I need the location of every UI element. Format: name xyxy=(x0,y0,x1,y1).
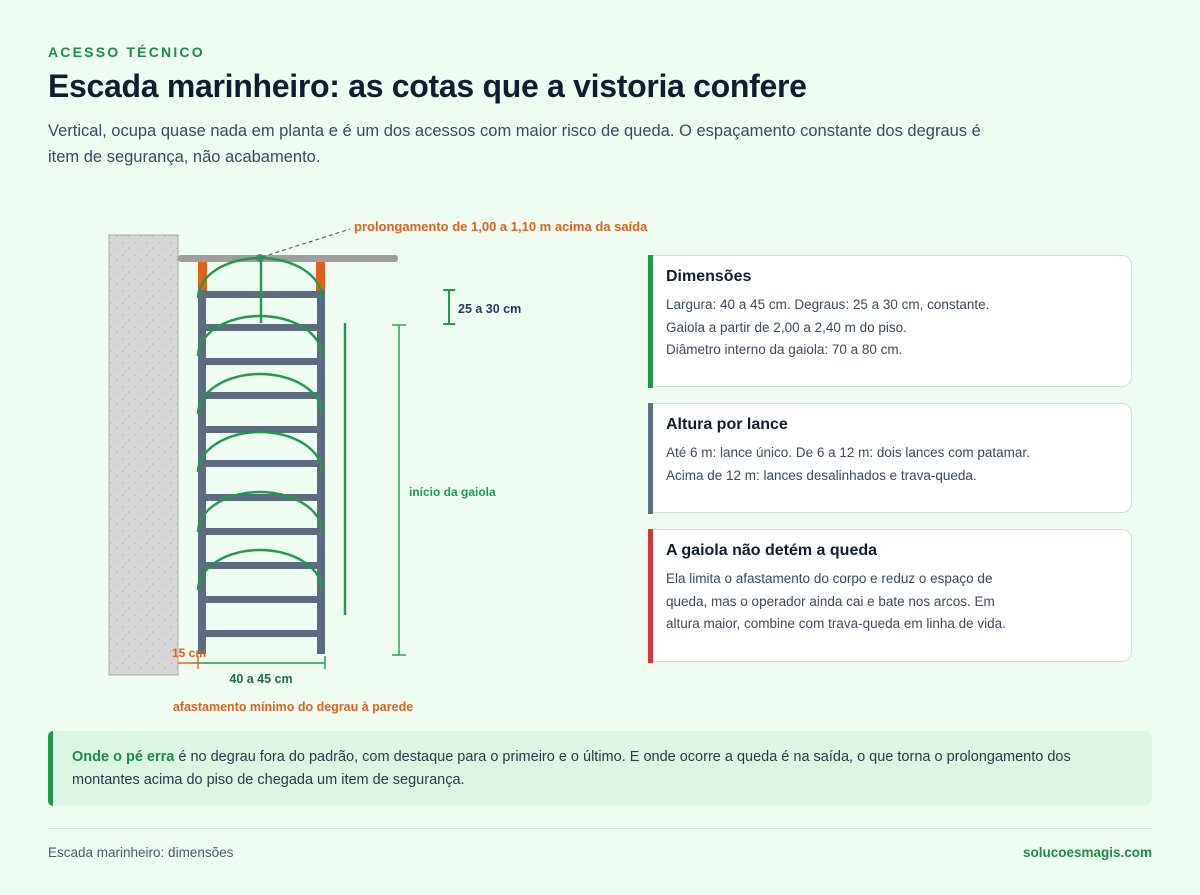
rung xyxy=(198,528,325,535)
cage-start-label: início da gaiola xyxy=(409,485,496,499)
rung xyxy=(198,426,325,433)
rung xyxy=(198,562,325,569)
card-dimensions: Dimensões Largura: 40 a 45 cm. Degraus: … xyxy=(648,254,1132,388)
card-line: Diâmetro interno da gaiola: 70 a 80 cm. xyxy=(666,342,903,357)
rung-spacing-label: 25 a 30 cm xyxy=(458,302,521,316)
extension-marker-right xyxy=(316,262,325,292)
rung xyxy=(198,358,325,365)
card-line: altura maior, combine com trava-queda em… xyxy=(666,616,1006,631)
ladder-rail-left xyxy=(198,290,206,654)
eyebrow: ACESSO TÉCNICO xyxy=(48,44,205,60)
width-dimension xyxy=(198,656,326,669)
card-line: queda, mas o operador ainda cai e bate n… xyxy=(666,593,995,609)
footer-caption: Escada marinheiro: dimensões xyxy=(48,845,234,860)
card-line: Gaiola a partir de 2,00 a 2,40 m do piso… xyxy=(666,319,907,335)
rung xyxy=(198,630,325,637)
card-line: Acima de 12 m: lances desalinhados e tra… xyxy=(666,467,977,483)
rung-spacing-dimension xyxy=(443,289,455,325)
extension-marker-left xyxy=(198,262,207,292)
cage-hoop xyxy=(196,372,324,415)
min-gap-label: afastamento mínimo do degrau à parede xyxy=(173,700,413,714)
callout-text: é no degrau fora do padrão, com destaque… xyxy=(72,749,1071,788)
rung xyxy=(198,460,325,467)
cage-hoop xyxy=(196,548,324,591)
cage-hoop xyxy=(196,490,324,533)
rung xyxy=(198,494,325,501)
cage-start-dimension xyxy=(392,324,406,656)
width-label: 40 a 45 cm xyxy=(229,672,292,686)
cage-hoops xyxy=(196,256,324,591)
rung xyxy=(198,596,325,603)
card-line: Largura: 40 a 45 cm. Degraus: 25 a 30 cm… xyxy=(666,297,990,312)
rung xyxy=(198,324,325,331)
card-height-per-flight: Altura por lance Até 6 m: lance único. D… xyxy=(648,402,1132,514)
card-cage-warning: A gaiola não detém a queda Ela limita o … xyxy=(648,528,1132,663)
extension-label: prolongamento de 1,00 a 1,10 m acima da … xyxy=(354,219,648,234)
page-subtitle: Vertical, ocupa quase nada em planta e é… xyxy=(48,122,981,166)
wall-gap-label: 15 cm xyxy=(172,646,206,660)
card-title: A gaiola não detém a queda xyxy=(666,542,878,559)
card-title: Altura por lance xyxy=(666,416,788,433)
card-line: Ela limita o afastamento do corpo e redu… xyxy=(666,571,993,586)
wall xyxy=(108,234,179,676)
cage-hoop xyxy=(196,430,324,473)
footer-divider xyxy=(48,828,1152,829)
extension-leader xyxy=(261,228,351,258)
ladder-rungs xyxy=(198,291,325,637)
page-title: Escada marinheiro: as cotas que a vistor… xyxy=(48,68,807,104)
callout-note: Onde o pé erra é no degrau fora do padrã… xyxy=(48,731,1152,806)
landing-slab xyxy=(178,255,398,262)
footer-site-link[interactable]: solucoesmagis.com xyxy=(1022,845,1152,860)
rung xyxy=(198,392,325,399)
callout-lead: Onde o pé erra xyxy=(72,749,175,765)
card-line: Até 6 m: lance único. De 6 a 12 m: dois … xyxy=(666,445,1030,460)
card-title: Dimensões xyxy=(666,268,752,285)
